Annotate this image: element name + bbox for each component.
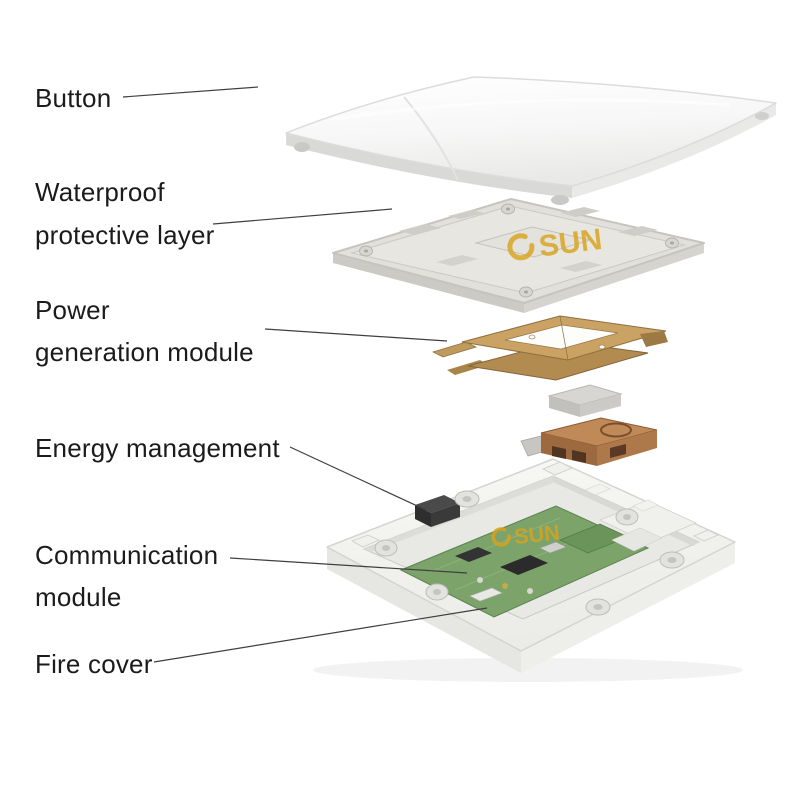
pcb-ic-chip [455, 547, 492, 562]
base-corner-clip [542, 461, 573, 476]
waterproof-side-right [524, 243, 704, 313]
pcb-crystal [539, 541, 567, 554]
pcb-trace [429, 517, 561, 573]
label-button: Button [35, 83, 111, 113]
communication-chip [500, 555, 548, 575]
label-communication: Communication module [35, 540, 218, 612]
power-leader-line [264, 328, 448, 342]
watermark-text: SUN [537, 223, 604, 263]
waterproof-cutout [436, 255, 478, 266]
label-waterproof-line1: Waterproof [35, 177, 165, 207]
energy-slot [572, 450, 586, 463]
base-wall-right [521, 542, 735, 673]
screw-boss [659, 551, 685, 569]
pcb-capacitor [527, 588, 533, 594]
waterproof-cutout [618, 226, 658, 236]
waterproof-screw-post [359, 245, 373, 257]
energy-coil [600, 422, 632, 438]
metal-bend-line [559, 315, 569, 361]
label-fire-cover-text: Fire cover [35, 649, 153, 679]
fire-cover-base [313, 458, 743, 682]
waterproof-cutout [560, 261, 602, 272]
label-waterproof-line2: protective layer [35, 220, 215, 250]
label-energy: Energy management [35, 433, 280, 463]
waterproof-cutout [448, 210, 484, 219]
base-post [584, 483, 611, 496]
sun-logo-swirl-icon [507, 233, 535, 261]
base-post [632, 499, 659, 512]
waterproof-center-frame [474, 226, 592, 258]
button-seam [403, 96, 459, 181]
waterproof-cutout [399, 224, 441, 235]
relay-front-left [415, 505, 431, 527]
metal-right-bracket [640, 331, 668, 347]
relay-top [415, 495, 460, 513]
waterproof-side-left [333, 253, 524, 313]
metal-slot-cutout [504, 324, 619, 350]
button-highlight [329, 98, 731, 122]
label-communication-line1: Communication [35, 540, 218, 570]
watermark-logo-upper: SUN [507, 223, 604, 263]
waterproof-leader-line [212, 208, 393, 225]
energy-management-module [520, 417, 658, 517]
label-fire-cover: Fire cover [35, 649, 153, 679]
button-leader-line [122, 86, 259, 98]
energy-leader-line [289, 446, 427, 511]
connector-right [580, 394, 621, 417]
sun-logo-swirl-icon [491, 527, 511, 547]
watermark-text: SUN [513, 519, 561, 549]
base-corner-clip [693, 529, 719, 542]
button-panel-side-left [286, 133, 572, 198]
pcb-connector [469, 587, 503, 602]
screw-boss [615, 508, 639, 526]
screw-boss [374, 539, 398, 557]
waterproof-cutout [560, 207, 600, 217]
button-panel-side-right [572, 103, 776, 198]
pcb-capacitor [477, 577, 483, 583]
label-communication-line2: module [35, 582, 121, 612]
connector-block [547, 384, 623, 417]
screw-boss [454, 490, 480, 508]
button-panel-foot [294, 142, 310, 152]
waterproof-screw-post [665, 237, 679, 249]
energy-slot [610, 444, 626, 458]
metal-hole [528, 334, 536, 340]
button-panel-foot [551, 195, 569, 205]
base-corner-clip [351, 534, 380, 548]
metal-left-arm [431, 341, 478, 358]
power-generation-module [431, 315, 668, 381]
waterproof-layer [332, 198, 705, 313]
screw-boss [585, 598, 611, 616]
label-power: Power generation module [35, 295, 254, 367]
button-panel-foot [755, 112, 769, 120]
label-power-line1: Power [35, 295, 110, 325]
connector-left [549, 396, 580, 417]
energy-slot [552, 446, 566, 459]
base-shadow [313, 658, 743, 682]
relay-component [415, 495, 460, 527]
label-button-text: Button [35, 83, 111, 113]
button-panel-top-face [285, 76, 777, 187]
waterproof-screw-post [501, 203, 515, 215]
label-energy-text: Energy management [35, 433, 280, 463]
watermark-logo-lower: SUN [491, 519, 561, 549]
label-waterproof: Waterproof protective layer [35, 177, 215, 250]
label-power-line2: generation module [35, 337, 254, 367]
metal-hole [598, 344, 606, 350]
button-panel [285, 76, 777, 205]
relay-front-right [431, 503, 460, 527]
base-platform-small [611, 527, 663, 552]
base-wall-left [327, 547, 521, 673]
screw-boss [425, 583, 449, 601]
communication-leader-line [229, 557, 468, 574]
waterproof-screw-post [519, 286, 533, 298]
fire-cover-leader-line [153, 607, 488, 663]
pcb-capacitor [502, 583, 508, 589]
